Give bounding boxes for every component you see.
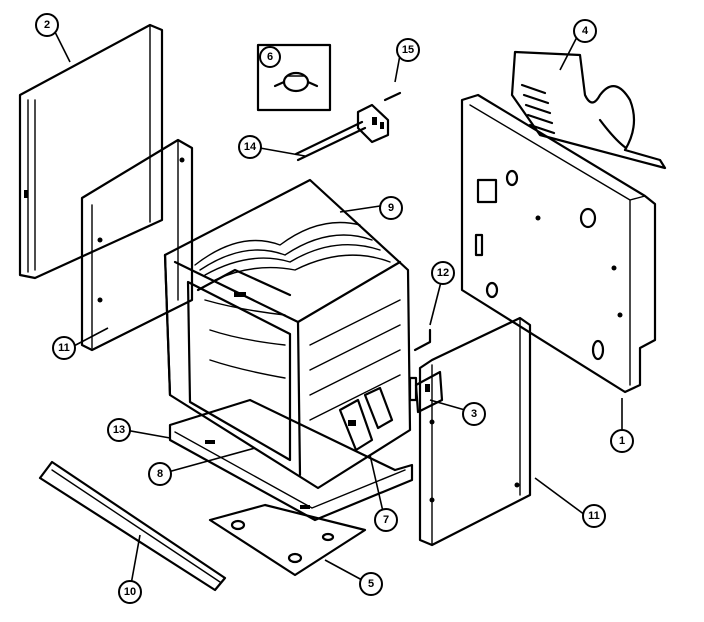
callout-6: 6 xyxy=(259,46,281,68)
part-11-left-panel xyxy=(80,138,194,352)
callout-8: 8 xyxy=(148,462,172,486)
callout-1: 1 xyxy=(610,429,634,453)
callout-9: 9 xyxy=(379,196,403,220)
part-5-bottom-plate xyxy=(208,503,367,577)
svg-text:4: 4 xyxy=(582,25,589,37)
part-1-rear-panel xyxy=(460,93,657,394)
svg-text:3: 3 xyxy=(471,408,477,420)
svg-text:13: 13 xyxy=(113,424,125,436)
svg-text:14: 14 xyxy=(244,141,257,153)
callout-13: 13 xyxy=(107,418,131,442)
part-10-trim-bar xyxy=(38,460,227,592)
part-2-side-panel xyxy=(18,23,164,280)
svg-text:7: 7 xyxy=(383,514,389,526)
callout-12: 12 xyxy=(431,261,455,285)
svg-text:11: 11 xyxy=(58,342,70,354)
part-11-right-panel xyxy=(418,316,532,547)
part-3-bracket xyxy=(408,370,444,414)
part-7-hinge xyxy=(338,386,394,452)
callout-14: 14 xyxy=(238,135,262,159)
part-6-thermostat-box xyxy=(256,43,332,112)
svg-text:1: 1 xyxy=(619,435,625,447)
callout-7: 7 xyxy=(374,508,398,532)
svg-text:2: 2 xyxy=(44,19,50,31)
svg-text:6: 6 xyxy=(267,51,273,63)
callout-2: 2 xyxy=(35,13,59,37)
part-4-rear-cover xyxy=(510,50,667,170)
callout-4: 4 xyxy=(573,19,597,43)
callout-5: 5 xyxy=(359,572,383,596)
callout-10: 10 xyxy=(118,580,142,604)
callout-15: 15 xyxy=(396,38,420,62)
callout-11-right: 11 xyxy=(582,504,606,528)
callout-11-left: 11 xyxy=(52,336,76,360)
svg-text:5: 5 xyxy=(368,578,374,590)
leader-lines xyxy=(54,31,623,591)
part-14-sensor-probe xyxy=(294,103,390,162)
svg-text:10: 10 xyxy=(124,586,136,598)
part-12-clip xyxy=(413,328,432,352)
svg-text:9: 9 xyxy=(388,202,394,214)
svg-text:12: 12 xyxy=(437,267,449,279)
callout-3: 3 xyxy=(462,402,486,426)
svg-text:15: 15 xyxy=(402,44,414,56)
part-15-pin xyxy=(383,91,402,102)
svg-text:11: 11 xyxy=(588,510,600,522)
svg-text:8: 8 xyxy=(157,468,163,480)
part-9-oven-cavity xyxy=(163,178,412,490)
